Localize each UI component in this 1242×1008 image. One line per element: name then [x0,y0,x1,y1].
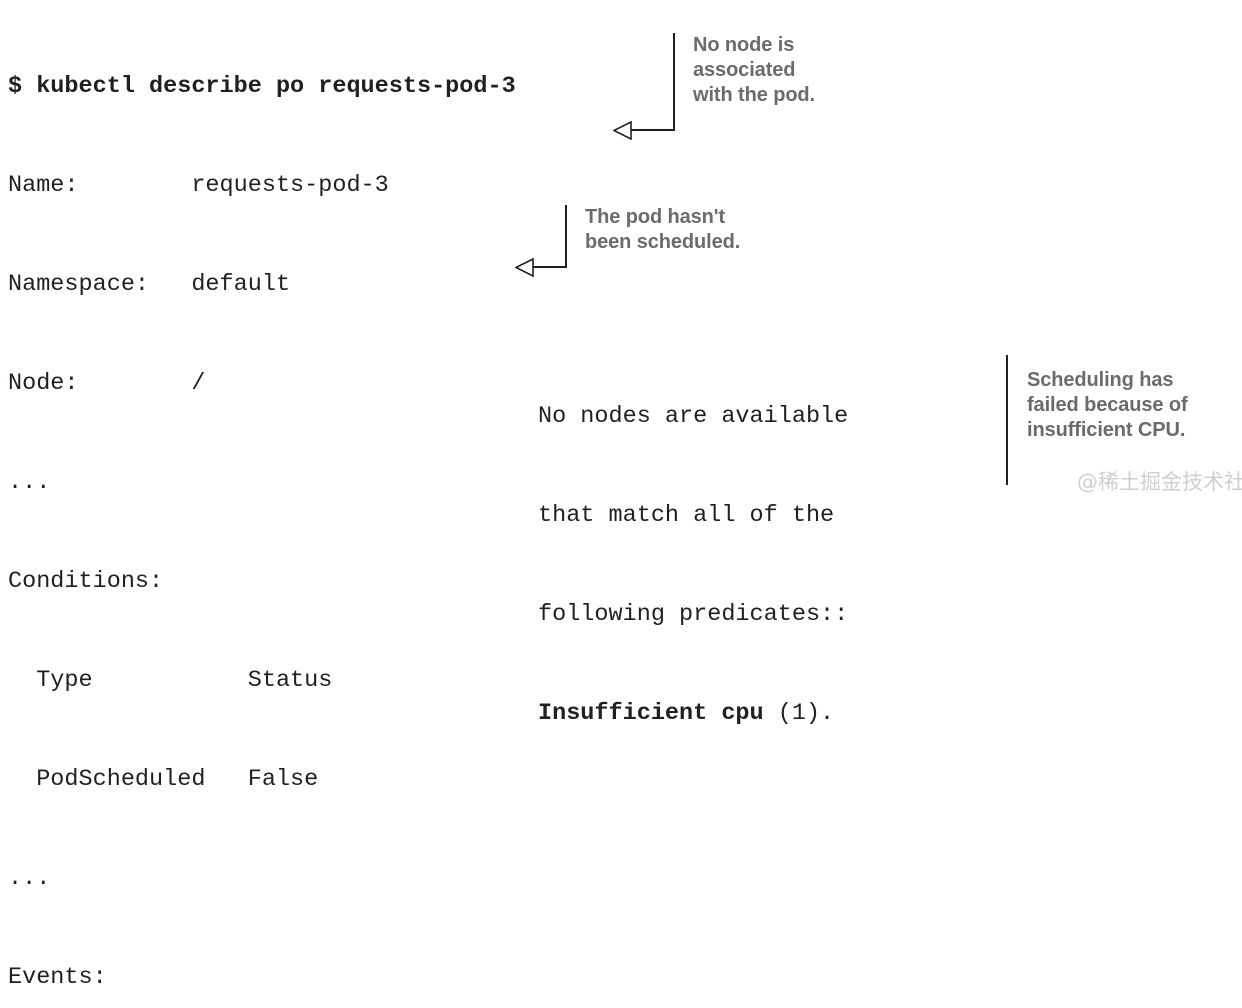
event-message-line-1: No nodes are available [538,403,849,430]
ellipsis-line-1: ... [8,469,51,496]
podscheduled-row: PodScheduled False [8,766,319,793]
pod-name-line: Name: requests-pod-3 [8,172,389,199]
leader-arm [531,266,567,268]
leader-arm [629,129,675,131]
conditions-header: Conditions: [8,568,164,595]
callout-scheduling-failed-cpu: Scheduling has failed because of insuffi… [1027,369,1188,441]
callout-divider-rule [1006,355,1008,485]
event-message-block: No nodes are available that match all of… [538,334,848,763]
leader-stem [565,205,567,268]
ellipsis-line-2: ... [8,865,51,892]
event-message-line-4: Insufficient cpu (1). [538,697,848,730]
event-message-line-3: following predicates:: [538,601,849,628]
leader-stem [673,33,675,131]
insufficient-cpu-count: (1). [763,700,835,727]
callout-no-node-associated: No node is associated with the pod. [693,34,816,106]
terminal-output: $ kubectl describe po requests-pod-3 Nam… [8,4,516,1008]
watermark: @稀土掘金技术社区 [1077,470,1242,494]
events-header: Events: [8,964,107,991]
conditions-columns: Type Status [8,667,333,694]
command-line: $ kubectl describe po requests-pod-3 [8,73,516,100]
insufficient-cpu-predicate: Insufficient cpu [538,700,764,727]
pod-node-line: Node: / [8,370,206,397]
callout-pod-not-scheduled: The pod hasn't been scheduled. [585,206,741,253]
pod-namespace-line: Namespace: default [8,271,291,298]
